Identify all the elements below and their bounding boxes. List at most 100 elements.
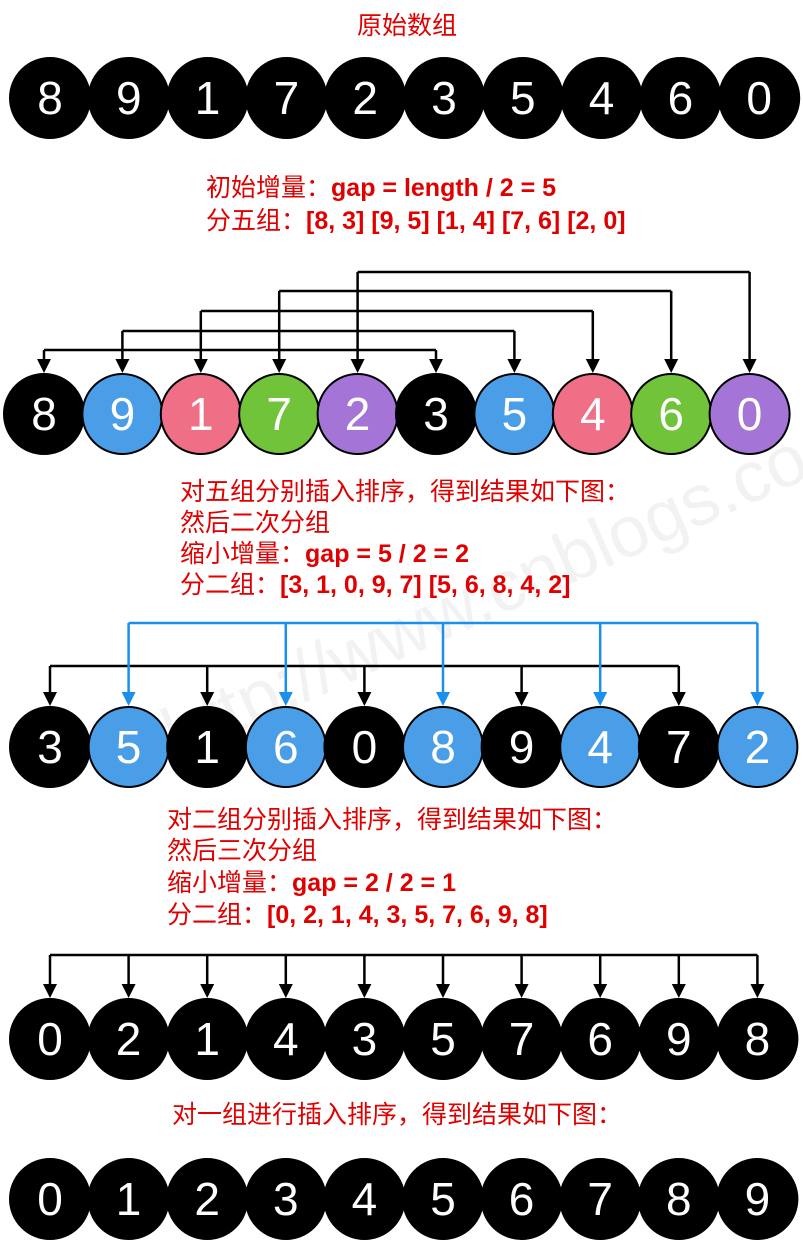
- ball-value: 0: [352, 721, 378, 773]
- ball-value: 8: [37, 72, 63, 124]
- step2-second-grouping-line: 然后二次分组: [180, 508, 331, 537]
- ball-value: 7: [509, 1013, 535, 1065]
- ball-value: 8: [666, 1173, 692, 1225]
- step3-increment-formula: gap = 2 / 2 = 1: [292, 869, 456, 897]
- gap1-arrow-2: [200, 984, 215, 998]
- ball: 9: [81, 373, 164, 455]
- gap5-connector-1-arrow-b: [507, 359, 522, 373]
- ball-value: 1: [116, 1173, 142, 1225]
- step2-increment-label: 缩小增量：: [180, 539, 306, 568]
- gap5-connector-3-arrow-a: [272, 359, 287, 373]
- ball-value: 9: [745, 1173, 771, 1225]
- ball: 1: [159, 373, 242, 455]
- gap5-connector-4-arrow-a: [350, 359, 365, 373]
- gap2-blue-arrow-0: [121, 692, 136, 706]
- gap1-arrow-3: [278, 984, 293, 998]
- ball-value: 1: [188, 388, 214, 440]
- ball: 1: [166, 998, 249, 1080]
- ball-value: 6: [658, 388, 684, 440]
- ball: 4: [323, 1158, 406, 1240]
- ball: 5: [481, 57, 564, 139]
- gap5-connector-4-arrow-b: [742, 359, 757, 373]
- ball: 2: [316, 373, 399, 455]
- ball: 9: [480, 706, 563, 788]
- ball: 3: [403, 57, 485, 139]
- ball-circle: [716, 706, 799, 788]
- gap2-black-arrow-4: [671, 692, 686, 706]
- step3-result-line: 对二组分别插入排序，得到结果如下图：: [167, 805, 618, 834]
- ball-value: 0: [746, 72, 772, 124]
- gap5-connector-0-arrow-b: [429, 359, 443, 373]
- ball: 7: [238, 373, 321, 455]
- gap2-black-arrow-0: [43, 692, 57, 706]
- ball-value: 2: [352, 72, 378, 124]
- ball: 3: [323, 998, 406, 1080]
- ball: 7: [637, 706, 720, 788]
- ball: 5: [473, 373, 556, 455]
- step3-third-grouping-line: 然后三次分组: [167, 836, 318, 865]
- ball: 6: [244, 706, 327, 788]
- ball-value: 7: [274, 72, 300, 124]
- ball: 1: [87, 1158, 170, 1240]
- ball: 4: [560, 57, 643, 139]
- step2-groups-line: 分二组：[3, 1, 0, 9, 7] [5, 6, 8, 4, 2]: [180, 569, 570, 601]
- ball-circle: [716, 998, 799, 1080]
- ball-value: 3: [273, 1173, 299, 1225]
- step4-result-line: 对一组进行插入排序，得到结果如下图：: [172, 1100, 623, 1129]
- ball: 3: [244, 1158, 327, 1240]
- gap1-arrow-9: [750, 984, 765, 998]
- ball-value: 8: [430, 721, 456, 773]
- ball: 3: [395, 373, 477, 455]
- ball-circle: [716, 1158, 799, 1240]
- ball: 8: [3, 373, 85, 455]
- ball: 1: [166, 57, 249, 139]
- ball: 9: [716, 1158, 799, 1240]
- ball-value: 4: [587, 721, 613, 773]
- gap5-connector-3-arrow-b: [664, 359, 679, 373]
- step2-groups-list: [3, 1, 0, 9, 7] [5, 6, 8, 4, 2]: [280, 571, 571, 599]
- step2-groups-label: 分二组：: [180, 570, 281, 599]
- ball-value: 9: [116, 72, 142, 124]
- ball-value: 9: [666, 1013, 692, 1065]
- gap2-blue-arrow-2: [436, 692, 450, 706]
- ball: 0: [9, 1158, 91, 1240]
- step3-groups-label: 分二组：: [167, 900, 268, 929]
- ball-circle: [718, 57, 801, 139]
- gap1-arrow-6: [514, 984, 529, 998]
- step1-groups-line: 分五组：[8, 3] [9, 5] [1, 4] [7, 6] [2, 0]: [206, 205, 626, 237]
- ball: 4: [559, 706, 642, 788]
- gap1-arrow-7: [593, 984, 608, 998]
- ball: 7: [480, 998, 563, 1080]
- ball: 5: [87, 706, 170, 788]
- ball-value: 4: [580, 388, 606, 440]
- ball-value: 7: [666, 721, 692, 773]
- ball-value: 1: [194, 1013, 220, 1065]
- ball: 4: [244, 998, 327, 1080]
- ball-value: 5: [502, 388, 528, 440]
- ball: 0: [718, 57, 801, 139]
- step2-increment-line: 缩小增量：gap = 5 / 2 = 2: [180, 538, 469, 570]
- ball: 5: [402, 1158, 484, 1240]
- gap5-connector-1-arrow-a: [115, 359, 130, 373]
- ball: 6: [639, 57, 722, 139]
- ball: 5: [402, 998, 484, 1080]
- ball-value: 9: [110, 388, 136, 440]
- ball-value: 5: [116, 721, 142, 773]
- ball-value: 0: [37, 1013, 63, 1065]
- ball-value: 3: [37, 721, 63, 773]
- ball: 2: [87, 998, 170, 1080]
- ball: 9: [87, 57, 170, 139]
- ball-value: 1: [195, 72, 221, 124]
- ball-value: 5: [430, 1173, 456, 1225]
- ball-value: 6: [273, 721, 299, 773]
- ball-value: 7: [587, 1173, 613, 1225]
- ball: 8: [716, 998, 799, 1080]
- ball: 0: [708, 373, 791, 455]
- ball: 8: [637, 1158, 720, 1240]
- ball-value: 3: [352, 1013, 378, 1065]
